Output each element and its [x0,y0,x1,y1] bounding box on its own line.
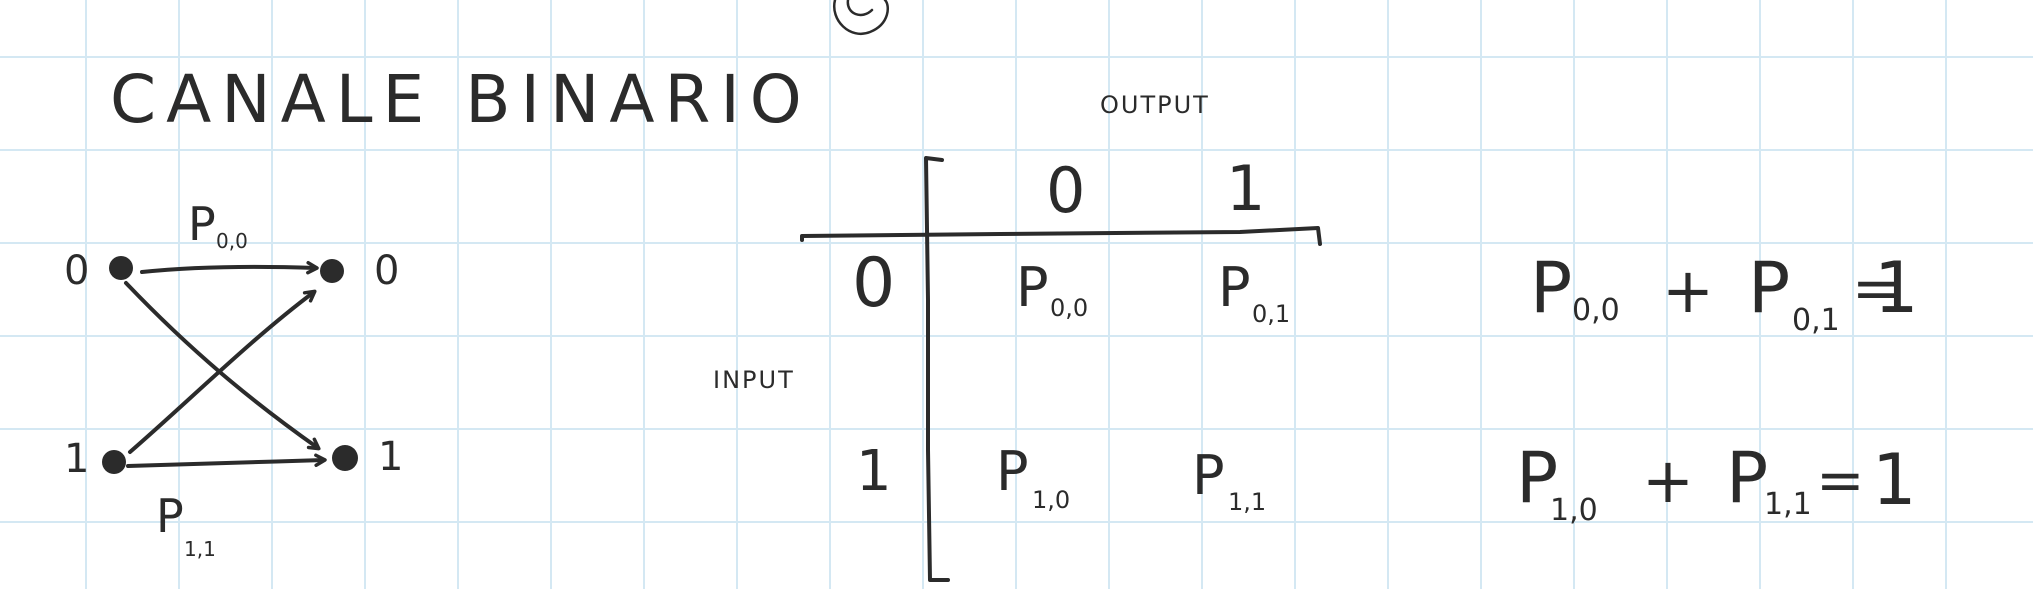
equation-1-a-symbol: P [1516,437,1558,519]
channel-diagram: 0 1 0 1 P 0,0 P 1,1 [64,197,403,561]
input-node-0 [109,256,133,280]
output-node-0 [320,259,344,283]
input-axis-label: INPUT [713,366,795,394]
edge-1-to-0 [128,289,317,454]
output-axis-label: OUTPUT [1100,91,1210,119]
equation-0-b-symbol: P [1748,247,1790,329]
equation-0-a-symbol: P [1530,247,1572,329]
output-node-label-1: 1 [378,434,403,480]
cell-1-1-symbol: P [1192,444,1225,507]
table-vertical-line [924,156,950,582]
cell-1-1-sub: 1,1 [1228,488,1266,516]
cell-0-0-sub: 0,0 [1050,294,1088,322]
table-horizontal-line [800,226,1322,246]
cell-0-1-sub: 0,1 [1252,300,1290,328]
equation-1-eq: = [1816,446,1865,514]
equation-0-a-sub: 0,0 [1572,293,1620,328]
equation-1-a-sub: 1,0 [1550,493,1598,528]
transition-table: OUTPUT INPUT 0 1 0 1 P 0,0 P 0,1 P 1,0 P… [713,91,1322,582]
equation-1-rhs: 1 [1872,439,1917,521]
equation-1-op: + [1642,444,1694,517]
input-node-label-1: 1 [64,436,89,482]
cell-1-0-sub: 1,0 [1032,486,1070,514]
equation-1-b-sub: 1,1 [1764,487,1812,522]
row-header-1: 1 [856,439,892,504]
edge-1-to-1 [126,453,327,468]
edge-0-to-0 [140,260,319,275]
edge-label-bottom-sub: 1,1 [184,537,216,561]
page-title: CANALE BINARIO [110,61,812,138]
output-node-1 [332,445,358,471]
cell-0-0-symbol: P [1016,256,1049,319]
input-node-label-0: 0 [64,248,89,294]
equation-row-0: P 0,0 + P 0,1 = 1 [1530,247,1919,338]
edge-label-bottom-symbol: P [156,489,184,543]
circle-doodle-icon [832,0,889,35]
edge-0-to-1 [124,281,321,451]
equation-0-b-sub: 0,1 [1792,303,1840,338]
output-node-label-0: 0 [374,248,399,294]
cell-1-0-symbol: P [996,440,1029,503]
col-header-0: 0 [1046,154,1085,227]
edge-label-top-sub: 0,0 [216,229,248,253]
row-header-0: 0 [852,244,895,323]
col-header-1: 1 [1226,152,1265,225]
equation-0-rhs: 1 [1874,247,1919,329]
edge-label-top-symbol: P [188,197,216,251]
equation-0-op: + [1662,254,1714,327]
input-node-1 [102,450,126,474]
equation-1-b-symbol: P [1726,437,1768,519]
equation-0-eq: = [1852,254,1901,322]
cell-0-1-symbol: P [1218,256,1251,319]
equation-row-1: P 1,0 + P 1,1 = 1 [1516,437,1917,528]
